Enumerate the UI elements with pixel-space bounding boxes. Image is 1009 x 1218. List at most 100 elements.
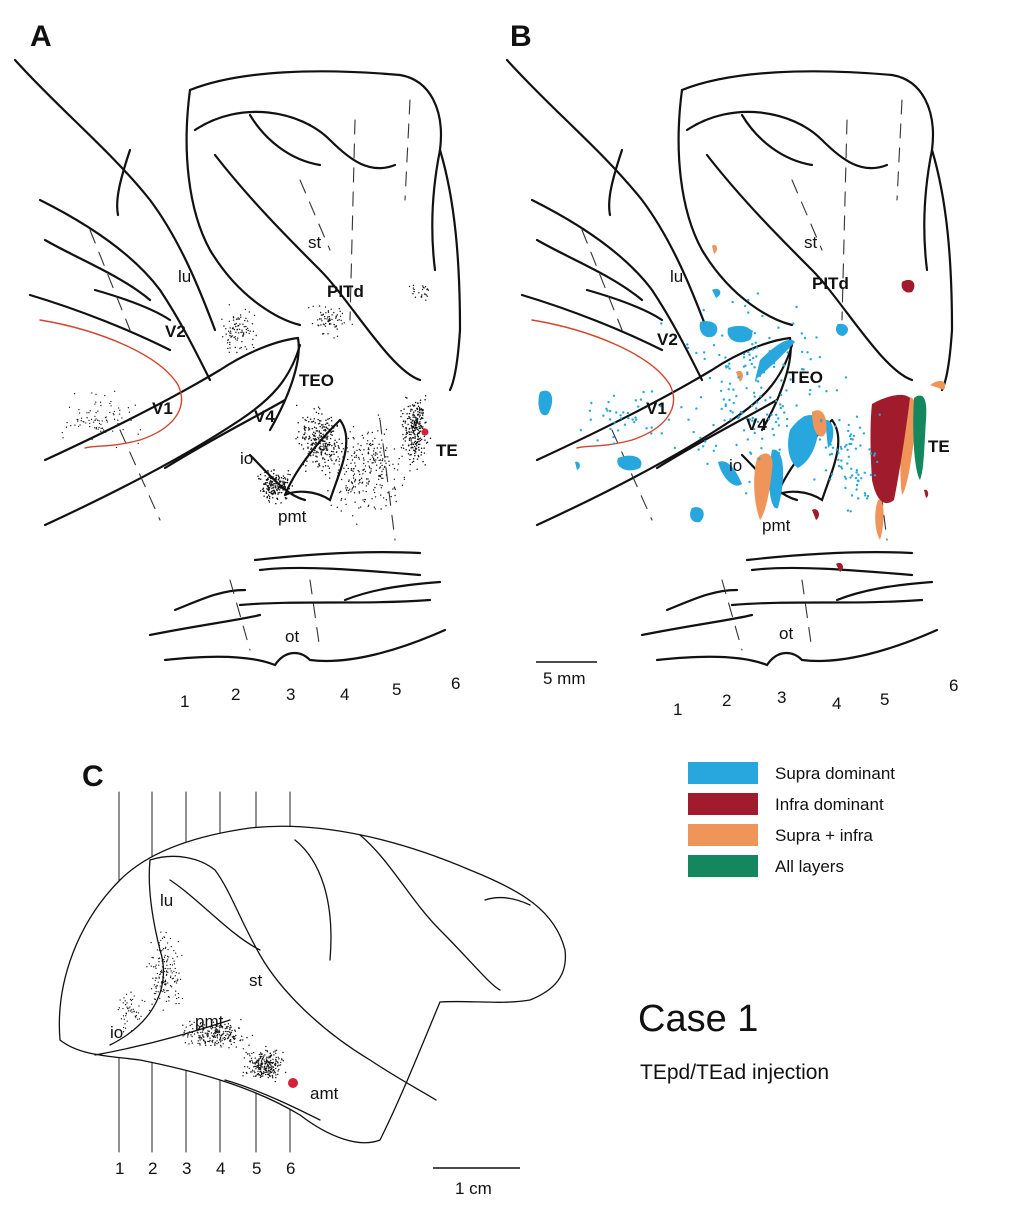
neuron-dot xyxy=(240,346,242,349)
neuron-dot xyxy=(695,351,698,355)
neuron-dot xyxy=(158,942,160,944)
neuron-dot xyxy=(379,459,382,461)
neuron-dot xyxy=(755,346,759,349)
infra-patch xyxy=(924,489,929,498)
neuron-dot xyxy=(344,451,346,454)
neuron-dot xyxy=(327,310,330,312)
neuron-dot xyxy=(285,494,288,496)
neuron-dot xyxy=(837,458,840,462)
neuron-dot xyxy=(270,485,272,487)
neuron-dot xyxy=(744,304,747,308)
neuron-dot xyxy=(703,357,706,361)
supra-infra-patch xyxy=(736,370,743,382)
neuron-dot xyxy=(411,404,414,406)
neuron-dot xyxy=(174,994,177,996)
infra-patch xyxy=(870,394,910,504)
neuron-dot xyxy=(424,439,426,441)
neuron-dot xyxy=(234,336,236,338)
neuron-dot xyxy=(393,486,396,488)
neuron-dot xyxy=(189,1020,191,1023)
neuron-dot xyxy=(339,315,342,317)
neuron-dot xyxy=(417,422,419,424)
section-number-b: 4 xyxy=(832,694,842,713)
neuron-dot xyxy=(704,440,707,443)
neuron-dot xyxy=(367,452,369,454)
neuron-dot xyxy=(312,434,315,437)
neuron-dot xyxy=(163,970,165,973)
neuron-dot xyxy=(162,981,165,984)
neuron-dot xyxy=(417,414,420,416)
neuron-dot xyxy=(169,968,171,970)
case-title: Case 1 xyxy=(638,998,759,1040)
neuron-dot xyxy=(246,1066,249,1068)
neuron-dot xyxy=(400,447,403,449)
neuron-dot xyxy=(169,937,172,940)
neuron-dot xyxy=(265,1049,267,1052)
neuron-dot xyxy=(159,997,161,1000)
cortex-outline xyxy=(775,418,840,502)
neuron-dot xyxy=(415,443,417,445)
neuron-dot xyxy=(273,491,275,494)
cortex-outline xyxy=(740,113,814,167)
neuron-dot xyxy=(373,489,375,491)
neuron-dot xyxy=(320,314,323,316)
neuron-dot xyxy=(255,1061,257,1064)
neuron-dot xyxy=(824,469,828,472)
neuron-dot xyxy=(633,420,636,424)
neuron-dot xyxy=(253,1075,255,1078)
neuron-dot xyxy=(335,459,338,461)
neuron-dot xyxy=(427,289,430,291)
neuron-dot xyxy=(323,447,325,449)
sulcus xyxy=(169,879,261,951)
neuron-dot xyxy=(378,418,381,420)
neuron-dot xyxy=(229,334,231,337)
neuron-dot xyxy=(167,971,169,973)
neuron-dot xyxy=(149,1009,151,1012)
neuron-dot xyxy=(258,477,260,480)
neuron-dot xyxy=(369,458,371,461)
neuron-dot xyxy=(326,318,328,320)
neuron-dot xyxy=(409,470,411,472)
neuron-dot xyxy=(118,413,121,415)
neuron-dot xyxy=(193,1033,196,1035)
neuron-dot xyxy=(130,991,132,993)
neuron-dot xyxy=(258,1074,261,1076)
neuron-dot xyxy=(251,1052,253,1055)
neuron-dot xyxy=(363,468,365,470)
neuron-dot xyxy=(162,969,165,971)
neuron-dot xyxy=(175,990,177,992)
section-number-c: 3 xyxy=(182,1159,192,1178)
neuron-dot xyxy=(203,1039,205,1042)
section-number-b: 5 xyxy=(880,690,890,709)
neuron-dot xyxy=(839,445,842,449)
neuron-dot xyxy=(232,328,234,330)
neuron-dot xyxy=(268,488,271,491)
neuron-dot xyxy=(225,333,227,335)
neuron-dot xyxy=(242,1048,244,1050)
neuron-dot xyxy=(280,476,283,479)
neuron-dot xyxy=(769,396,772,399)
neuron-dot xyxy=(311,427,314,430)
neuron-dot xyxy=(783,411,786,414)
neuron-dot xyxy=(252,1051,255,1054)
neuron-dot xyxy=(736,416,740,420)
neuron-dot xyxy=(230,1043,232,1046)
neuron-dot xyxy=(353,485,355,487)
neuron-dot xyxy=(354,451,356,453)
neuron-dot xyxy=(216,1022,219,1025)
neuron-dot xyxy=(409,405,411,407)
neuron-dot xyxy=(314,435,316,438)
region-te-b: TE xyxy=(928,437,950,456)
neuron-dot xyxy=(229,332,231,334)
neuron-dot xyxy=(333,463,335,465)
neuron-dot xyxy=(360,506,362,508)
neuron-dot xyxy=(315,455,317,457)
neuron-dot xyxy=(137,1018,139,1020)
neuron-dot xyxy=(269,1068,272,1071)
neuron-dot xyxy=(398,457,400,460)
neuron-dot xyxy=(800,379,803,383)
neuron-dot xyxy=(320,318,322,320)
neuron-dot xyxy=(840,447,843,450)
panel-c-brain xyxy=(58,791,567,1153)
neuron-dot xyxy=(308,438,310,440)
